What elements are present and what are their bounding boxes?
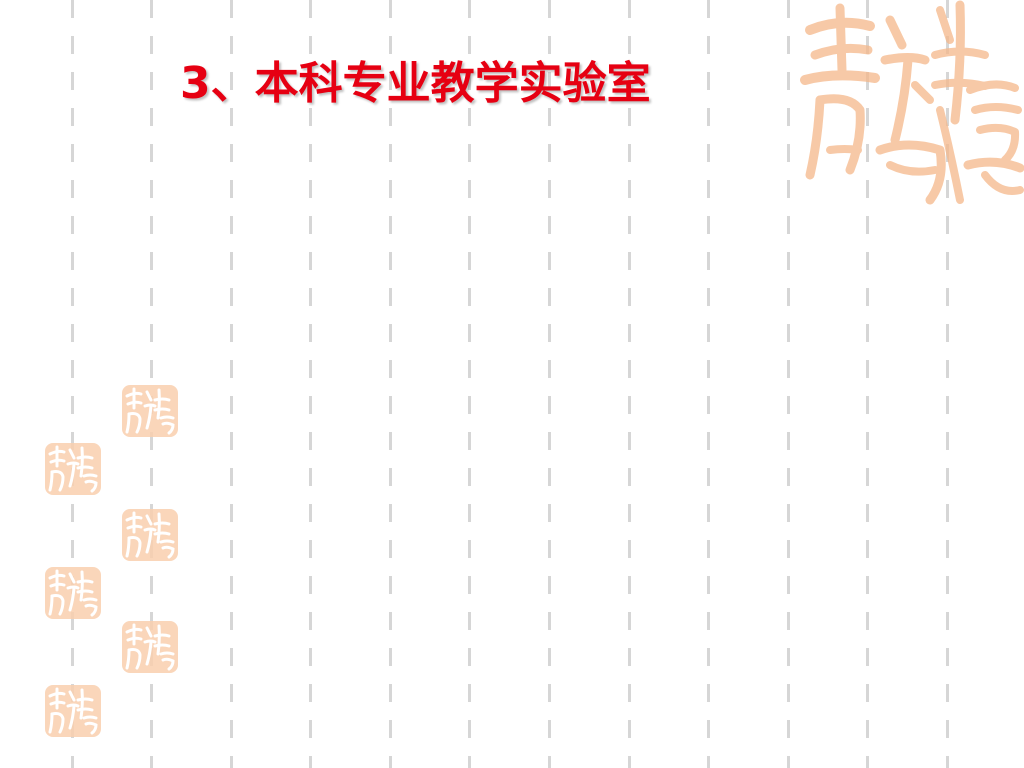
guide-line (150, 0, 153, 768)
seal-stamp-icon (122, 385, 178, 437)
guide-line (548, 0, 551, 768)
auspicious-seal-icon (800, 0, 1024, 205)
guide-line (866, 0, 869, 768)
seal-stamp-icon (45, 443, 101, 495)
guide-line (71, 0, 74, 768)
guide-line (787, 0, 790, 768)
guide-line (309, 0, 312, 768)
guide-line (468, 0, 471, 768)
guide-line (946, 0, 949, 768)
seal-stamp-icon (45, 685, 101, 737)
guide-line (389, 0, 392, 768)
seal-stamp-icon (122, 509, 178, 561)
guide-line (628, 0, 631, 768)
seal-stamp-icon (45, 567, 101, 619)
guide-line (707, 0, 710, 768)
seal-stamp-icon (122, 621, 178, 673)
guide-line (230, 0, 233, 768)
slide-title: 3、本科专业教学实验室 (180, 58, 651, 109)
